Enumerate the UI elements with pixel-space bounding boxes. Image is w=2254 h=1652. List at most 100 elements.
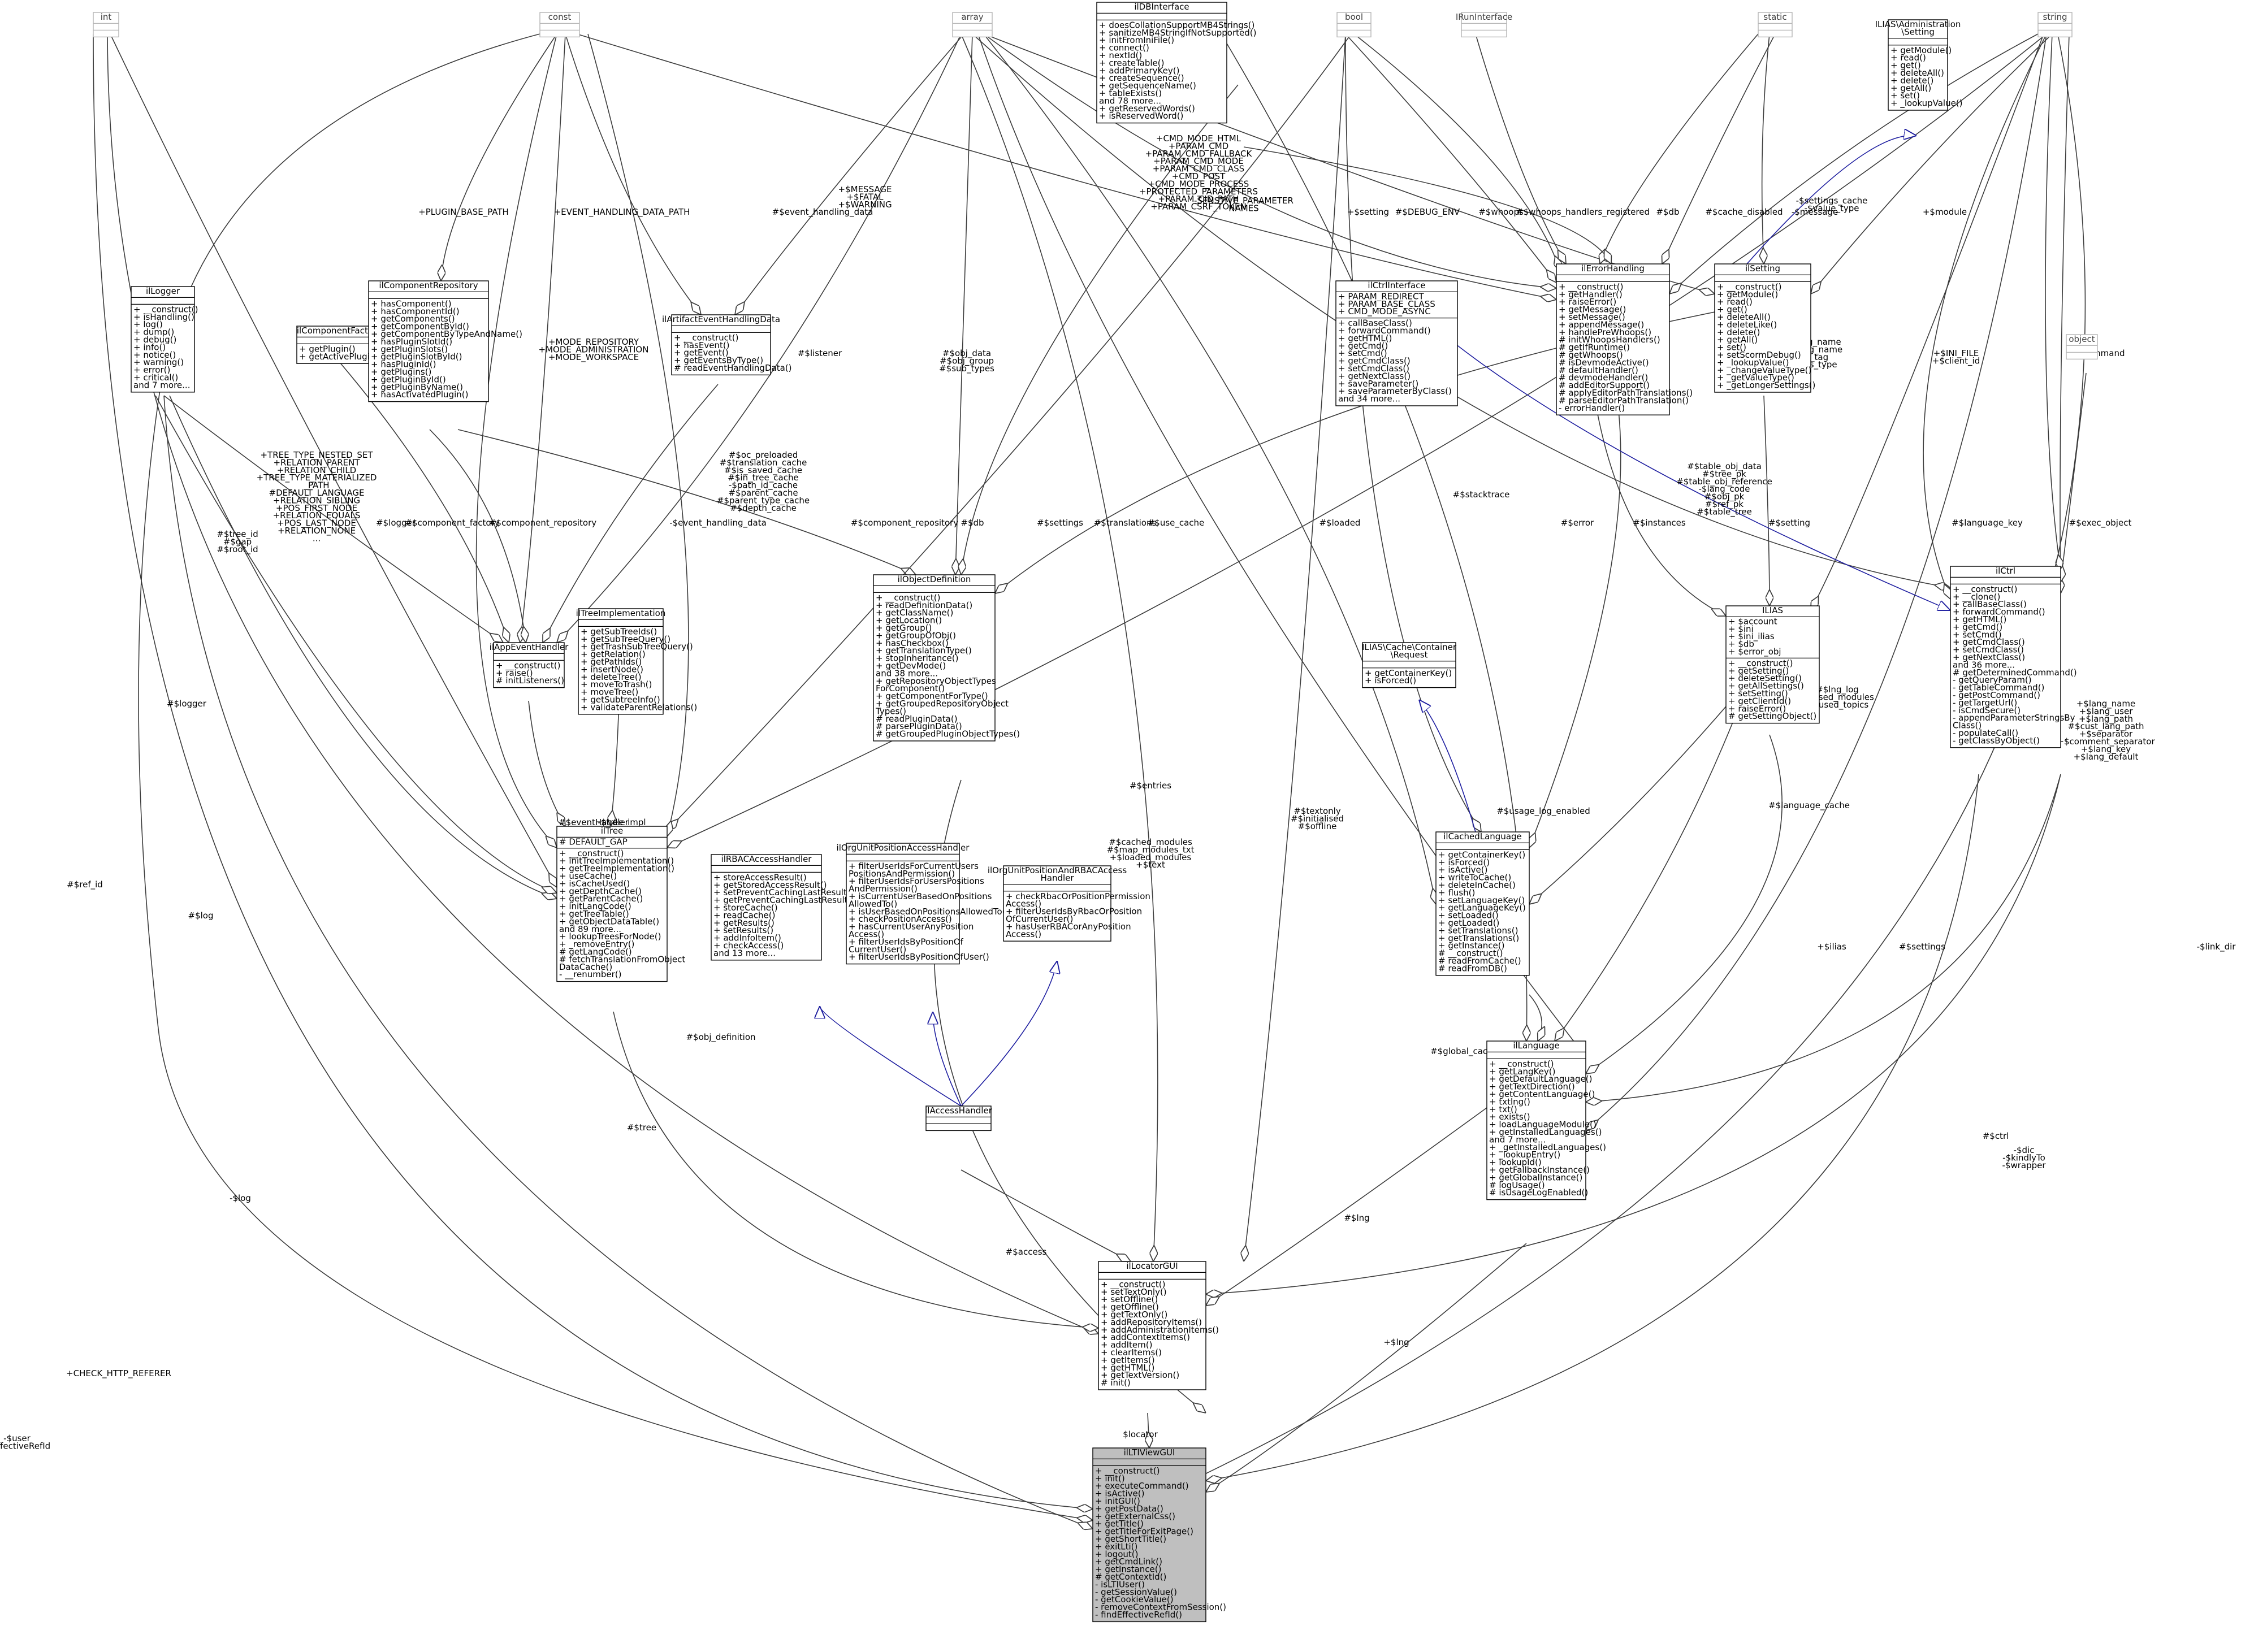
association-edge — [1243, 146, 1611, 264]
class-ilLanguage[interactable]: ilLanguage+ __construct()+ getLangKey()+… — [1486, 1040, 1606, 1200]
class-ilCachedLanguage[interactable]: ilCachedLanguage+ getContainerKey()+ isF… — [1435, 831, 1530, 976]
class-ilTreeImplementation[interactable]: ilTreeImplementation+ getSubTreeIds()+ g… — [576, 608, 698, 715]
class-ilDBInterface[interactable]: ilDBInterface+ doesCollationSupportMB4St… — [1096, 2, 1256, 124]
class-operation: + __construct() — [1095, 1465, 1160, 1476]
class-operation: + warning() — [133, 357, 184, 367]
class-bool[interactable]: bool — [1336, 12, 1372, 38]
class-operation: + getHandler() — [1559, 289, 1623, 300]
class-operation: # parseEditorPathTranslation() — [1559, 395, 1689, 405]
class-ilSetting[interactable]: ilSetting+ __construct()+ getModule()+ r… — [1714, 263, 1815, 393]
class-ilComponentRepository[interactable]: ilComponentRepository+ hasComponent()+ h… — [368, 280, 522, 402]
class-operation: + setTextOnly() — [1101, 1287, 1167, 1297]
edge-label: -$log — [230, 1193, 251, 1203]
class-ilRBACAccessHandler[interactable]: ilRBACAccessHandler+ storeAccessResult()… — [711, 854, 854, 961]
class-operation: + moveTree() — [581, 687, 638, 697]
class-operation: + addRepositoryItems() — [1101, 1317, 1202, 1327]
class-operation: Types() — [875, 706, 906, 716]
class-title: const — [548, 12, 572, 22]
class-operation: + setOffline() — [1101, 1294, 1158, 1304]
class-ilCacheContainerRequest[interactable]: ILIAS\Cache\Container\Request+ getContai… — [1362, 642, 1457, 688]
class-operation: - getCookieValue() — [1095, 1594, 1174, 1605]
edge-label: -$settings_cache-$value_type — [1796, 196, 1868, 214]
class-adminSetting[interactable]: ILIAS\Administration\Setting+ getModule(… — [1875, 19, 1963, 111]
class-ilTree[interactable]: ilTree# DEFAULT_GAP+ __construct()+ init… — [556, 826, 685, 982]
class-operation: + getSetting() — [1728, 666, 1789, 676]
class-operation: # getSettingObject() — [1728, 711, 1816, 721]
class-string[interactable]: string — [2037, 12, 2073, 38]
class-operation: and 78 more... — [1099, 96, 1161, 106]
class-operation: + setTranslations() — [1438, 925, 1518, 935]
class-operation: # parsePluginData() — [876, 721, 962, 731]
class-ilCtrlInterface[interactable]: ilCtrlInterface+ PARAM_REDIRECT+ PARAM_B… — [1335, 280, 1458, 406]
class-operation: + appendMessage() — [1559, 319, 1644, 329]
class-int[interactable]: int — [93, 12, 119, 38]
class-operation: + hasComponent() — [371, 298, 452, 309]
association-edge — [961, 33, 1158, 1261]
class-title: ilLTIViewGUI — [1124, 1447, 1175, 1458]
association-edge — [1529, 706, 1727, 904]
class-iRunInterface[interactable]: IRunInterface — [1456, 12, 1512, 38]
class-operation: + get() — [1890, 60, 1921, 71]
class-operation: + filterUserIdsForUsersPositions — [849, 876, 984, 886]
class-const[interactable]: const — [539, 12, 580, 38]
class-ilLogger[interactable]: ilLogger+ __construct()+ isHandling()+ l… — [131, 286, 198, 393]
class-operation: + clearItems() — [1101, 1347, 1162, 1358]
edge-label: +MODE_REPOSITORY+MODE_ADMINISTRATION+MOD… — [539, 337, 649, 363]
class-ilLTIViewGUI[interactable]: ilLTIViewGUI+ __construct()+ init()+ exe… — [1092, 1447, 1226, 1623]
edge-label: #$language_cache — [1768, 800, 1850, 811]
class-operation: + __construct() — [674, 332, 738, 343]
class-ilAccessHandler[interactable]: ilAccessHandler — [925, 1105, 993, 1131]
class-operation: + getTextDirection() — [1489, 1082, 1575, 1092]
class-operation: - __renumber() — [559, 969, 622, 980]
class-ilErrorHandling[interactable]: ilErrorHandling+ __construct()+ getHandl… — [1556, 263, 1693, 415]
class-operation: + getRelation() — [581, 649, 646, 660]
class-ilLocatorGUI[interactable]: ilLocatorGUI+ __construct()+ setTextOnly… — [1098, 1261, 1219, 1390]
class-array[interactable]: array — [952, 12, 993, 38]
class-attribute: + $ini_ilias — [1728, 631, 1775, 642]
class-title: ilLogger — [146, 286, 180, 296]
class-operation: + getComponents() — [371, 314, 455, 324]
class-title: \Setting — [1901, 27, 1935, 37]
class-ilCtrl[interactable]: ilCtrl+ __construct()+ __clone()+ callBa… — [1950, 566, 2077, 748]
class-operation: + raise() — [496, 668, 533, 678]
inheritance-edge — [820, 1005, 962, 1107]
class-operation: + isForced() — [1365, 675, 1416, 686]
class-operation: + _getLongerSettings() — [1717, 380, 1815, 391]
class-title: ilCachedLanguage — [1443, 831, 1522, 842]
class-operation: + getContainerKey() — [1365, 668, 1452, 678]
class-operation: + getCmdLink() — [1095, 1556, 1162, 1567]
edge-label: #$db — [961, 518, 984, 528]
class-operation: + getContentLanguage() — [1489, 1089, 1595, 1099]
edge-label: #$instances — [1633, 518, 1686, 528]
edge-label: #$component_repository — [851, 518, 958, 528]
class-ilias[interactable]: ILIAS+ $account+ $ini+ $ini_ilias+ $db+ … — [1725, 605, 1820, 724]
class-operation: + initFromIniFile() — [1099, 35, 1174, 45]
association-edge — [163, 395, 1093, 1529]
class-operation: + txt() — [1489, 1104, 1517, 1115]
class-operation: + initLangCode() — [559, 901, 631, 912]
class-object[interactable]: object — [2066, 334, 2098, 360]
class-operation: + getTitle() — [1095, 1519, 1144, 1529]
class-static[interactable]: static — [1758, 12, 1793, 38]
class-ilArtifactEventHandlingData[interactable]: ilArtifactEventHandlingData+ __construct… — [662, 314, 792, 376]
class-ilAppEventHandler[interactable]: ilAppEventHandler+ __construct()+ raise(… — [490, 642, 569, 688]
class-operation: + log() — [133, 319, 163, 329]
association-edge — [1763, 395, 1770, 606]
class-ilOrgUnitPositionAccessHandler[interactable]: ilOrgUnitPositionAccessHandler+ filterUs… — [837, 843, 1009, 965]
class-operation: + dump() — [133, 327, 174, 337]
class-ilComponentFactory[interactable]: ilComponentFactory+ getPlugin()+ getActi… — [296, 326, 410, 364]
association-edge — [1811, 33, 2044, 610]
class-operation: + set() — [1717, 342, 1746, 353]
class-ilObjectDefinition[interactable]: ilObjectDefinition+ __construct()+ readD… — [873, 574, 1020, 742]
edge-label: #$entries — [1130, 781, 1171, 791]
class-operation: + exists() — [1489, 1112, 1530, 1122]
edge-label: #$whoops_handlers_registered — [1516, 207, 1650, 218]
class-operation: + getAll() — [1890, 83, 1931, 93]
class-operation: PositionsAndPermission() — [849, 869, 955, 879]
class-operation: + getItems() — [1101, 1355, 1155, 1365]
class-operation: + isCacheUsed() — [559, 878, 630, 888]
class-operation: + checkRbacOrPositionPermission — [1006, 891, 1150, 901]
class-operation: # readEventHandlingData() — [674, 363, 791, 373]
class-operation: - getTargetUrl() — [1953, 697, 2017, 708]
